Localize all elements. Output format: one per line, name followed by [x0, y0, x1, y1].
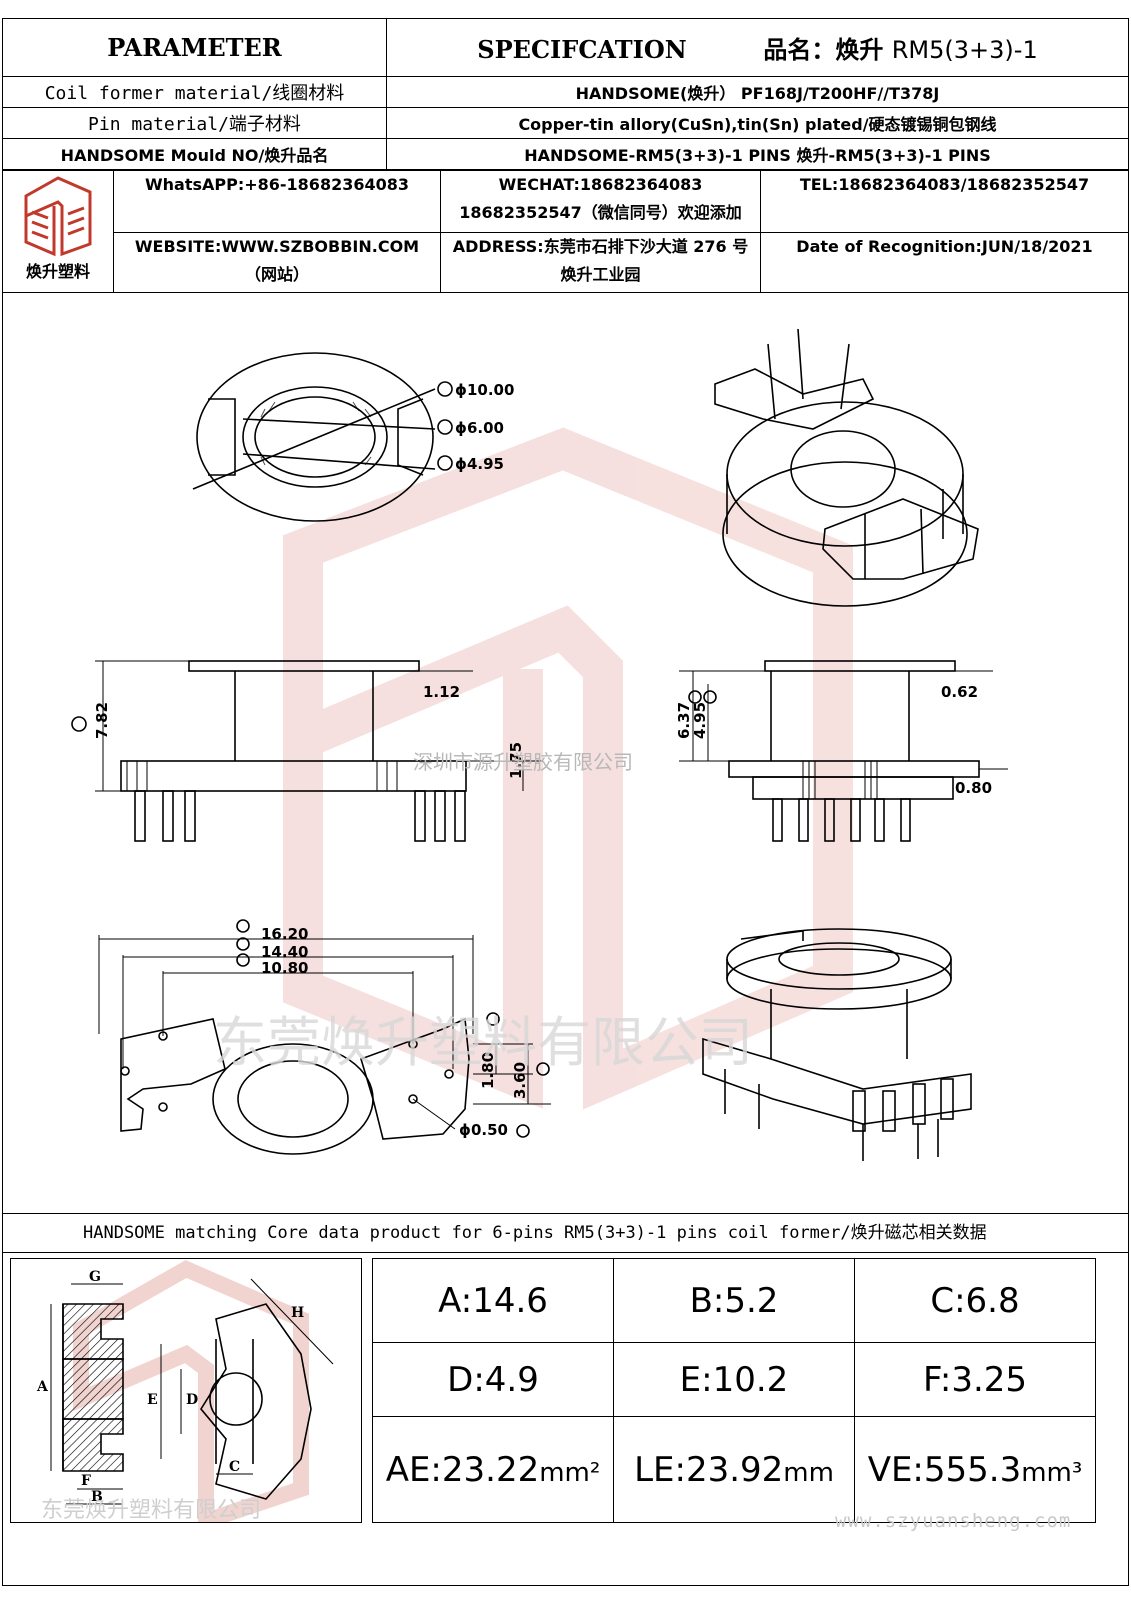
core-label-c: C: [229, 1459, 240, 1475]
core-d: D:4.9: [372, 1342, 614, 1417]
top-view: [192, 352, 453, 522]
core-ae: AE:23.22mm²: [372, 1416, 614, 1523]
core-a: A:14.6: [372, 1258, 614, 1343]
date-cell: Date of Recognition:JUN/18/2021: [760, 232, 1129, 293]
specification-label: SPECIFCATION: [477, 35, 687, 64]
core-label-e: E: [147, 1392, 158, 1408]
mould-no-label: HANDSOME Mould NO/焕升品名: [2, 138, 387, 170]
core-ve: VE:555.3mm³: [854, 1416, 1096, 1523]
dim-b: ɸ6.00: [455, 419, 504, 437]
core-ae-value: AE:23.22: [385, 1449, 540, 1490]
dim-right-top: 0.62: [941, 683, 978, 701]
dim-height-right-1: 6.37: [675, 702, 693, 739]
core-e: E:10.2: [613, 1342, 855, 1417]
core-b: B:5.2: [613, 1258, 855, 1343]
dim-width-3: 10.80: [261, 959, 308, 977]
specification-heading: SPECIFCATION 品名：焕升 RM5(3+3)-1: [386, 18, 1129, 77]
dim-c: ɸ4.95: [455, 455, 504, 473]
core-ve-value: VE:555.3: [867, 1449, 1022, 1490]
watermark-core-bottom: 东莞焕升塑料有限公司: [41, 1498, 261, 1522]
dim-pin-dia: ɸ0.50: [459, 1121, 508, 1139]
address-cell: ADDRESS:东莞市石排下沙大道 276 号焕升工业园: [440, 232, 761, 293]
dim-a: ɸ10.00: [455, 381, 514, 399]
core-label-h: H: [291, 1305, 304, 1321]
dim-height-right-2: 4.95: [691, 702, 709, 739]
logo-text: 焕升塑料: [25, 262, 90, 281]
wechat-line-2: 18682352547（微信同号）欢迎添加: [459, 203, 742, 222]
parameter-heading: PARAMETER: [2, 18, 387, 77]
core-label-g: G: [89, 1269, 101, 1285]
technical-drawing: ɸ10.00 ɸ6.00 ɸ4.95 7.82 1.12 1.75 6.37 4…: [71, 328, 1008, 1161]
dim-flange: 1.12: [423, 683, 460, 701]
dim-pitch-2: 3.60: [511, 1062, 529, 1099]
bottom-view: [98, 919, 551, 1155]
side-view-right: [679, 660, 1008, 842]
mould-no-value: HANDSOME-RM5(3+3)-1 PINS 焕升-RM5(3+3)-1 P…: [386, 138, 1129, 170]
core-ae-unit: mm²: [539, 1457, 601, 1488]
wechat-line-1: WECHAT:18682364083: [498, 175, 703, 194]
core-label-a: A: [36, 1379, 49, 1395]
dim-height-left: 7.82: [93, 702, 111, 739]
core-data-title: HANDSOME matching Core data product for …: [3, 1213, 1128, 1253]
product-code: RM5(3+3)-1: [891, 36, 1038, 64]
watermark-center-large: 东莞焕升塑料有限公司: [213, 1011, 753, 1074]
core-c: C:6.8: [854, 1258, 1096, 1343]
wechat-cell: WECHAT:18682364083 18682352547（微信同号）欢迎添加: [440, 170, 761, 233]
product-label: 品名：焕升: [763, 35, 884, 64]
core-le: LE:23.92mm: [613, 1416, 855, 1523]
logo-cell: 焕升塑料: [2, 170, 114, 293]
dim-width-2: 14.40: [261, 943, 308, 961]
core-le-value: LE:23.92: [634, 1449, 784, 1490]
pin-material-label: Pin material/端子材料: [2, 107, 387, 139]
dim-right-bot: 0.80: [955, 779, 992, 797]
core-ve-unit: mm³: [1021, 1457, 1083, 1488]
watermark-center-small: 深圳市源升塑胶有限公司: [413, 750, 633, 774]
dim-width-1: 16.20: [261, 925, 308, 943]
contact-table: 焕升塑料 WhatsAPP:+86-18682364083 WECHAT:186…: [2, 170, 1129, 293]
coil-material-label: Coil former material/线圈材料: [2, 76, 387, 108]
core-data-table: A:14.6 B:5.2 C:6.8 D:4.9 E:10.2 F:3.25 A…: [372, 1258, 1096, 1523]
core-f: F:3.25: [854, 1342, 1096, 1417]
website-cell: WEBSITE:WWW.SZBOBBIN.COM（网站）: [113, 232, 441, 293]
side-view-left: [71, 660, 543, 842]
core-drawing-panel: G H A E D C F B 东莞焕升塑料有限公司: [10, 1258, 362, 1533]
core-label-d: D: [186, 1392, 198, 1408]
core-drawing: G H A E D C F B 东莞焕升塑料有限公司: [36, 1260, 334, 1533]
isometric-bottom-view: [702, 928, 972, 1161]
watermark-footer-url: www.szyuansheng.com: [835, 1510, 1072, 1532]
core-label-f: F: [81, 1473, 91, 1489]
spec-table: PARAMETER SPECIFCATION 品名：焕升 RM5(3+3)-1 …: [2, 18, 1129, 170]
handsome-logo-icon: [24, 176, 92, 257]
pin-material-value: Copper-tin allory(CuSn),tin(Sn) plated/硬…: [386, 107, 1129, 139]
coil-material-value: HANDSOME(焕升） PF168J/T200HF//T378J: [386, 76, 1129, 108]
dim-pin-len-left: 1.75: [507, 742, 525, 779]
core-le-unit: mm: [783, 1457, 834, 1488]
isometric-top-view: [714, 328, 979, 607]
whatsapp-cell: WhatsAPP:+86-18682364083: [113, 170, 441, 233]
tel-cell: TEL:18682364083/18682352547: [760, 170, 1129, 233]
dim-pitch-1: 1.80: [479, 1052, 497, 1089]
core-label-b: B: [91, 1489, 103, 1505]
